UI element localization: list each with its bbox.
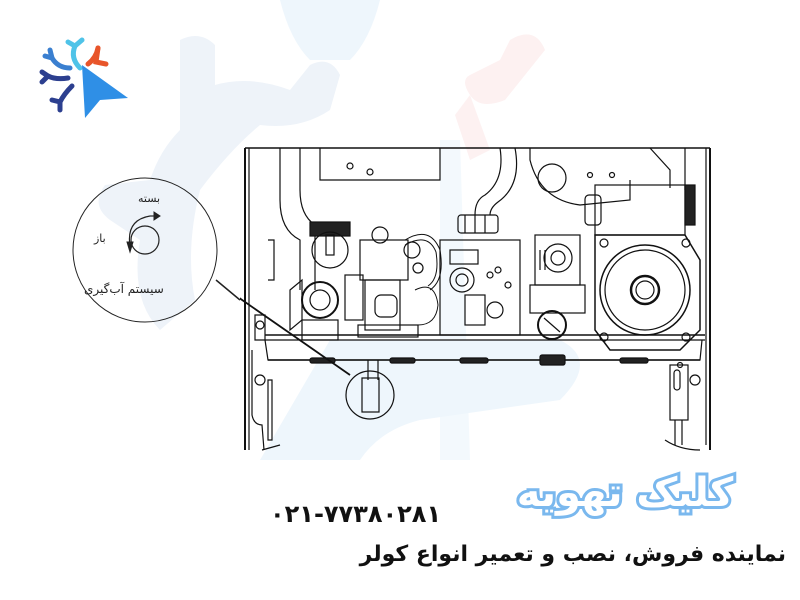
- phone-number: ۰۲۱-۷۷۳۸۰۲۸۱: [270, 500, 442, 528]
- open-label: باز: [94, 232, 106, 245]
- boiler-technical-drawing: [240, 147, 711, 451]
- brand-name: کلیک تهویه: [514, 467, 737, 519]
- snowflake-cursor-logo-icon: [39, 37, 128, 118]
- water-fill-system-label: سیستم آب‌گیری: [84, 282, 164, 296]
- closed-label: بسته: [138, 192, 161, 205]
- tagline: نمایندە فروش، نصب و تعمیر انواع کولر: [359, 542, 786, 567]
- callout-magnifier: [72, 177, 241, 323]
